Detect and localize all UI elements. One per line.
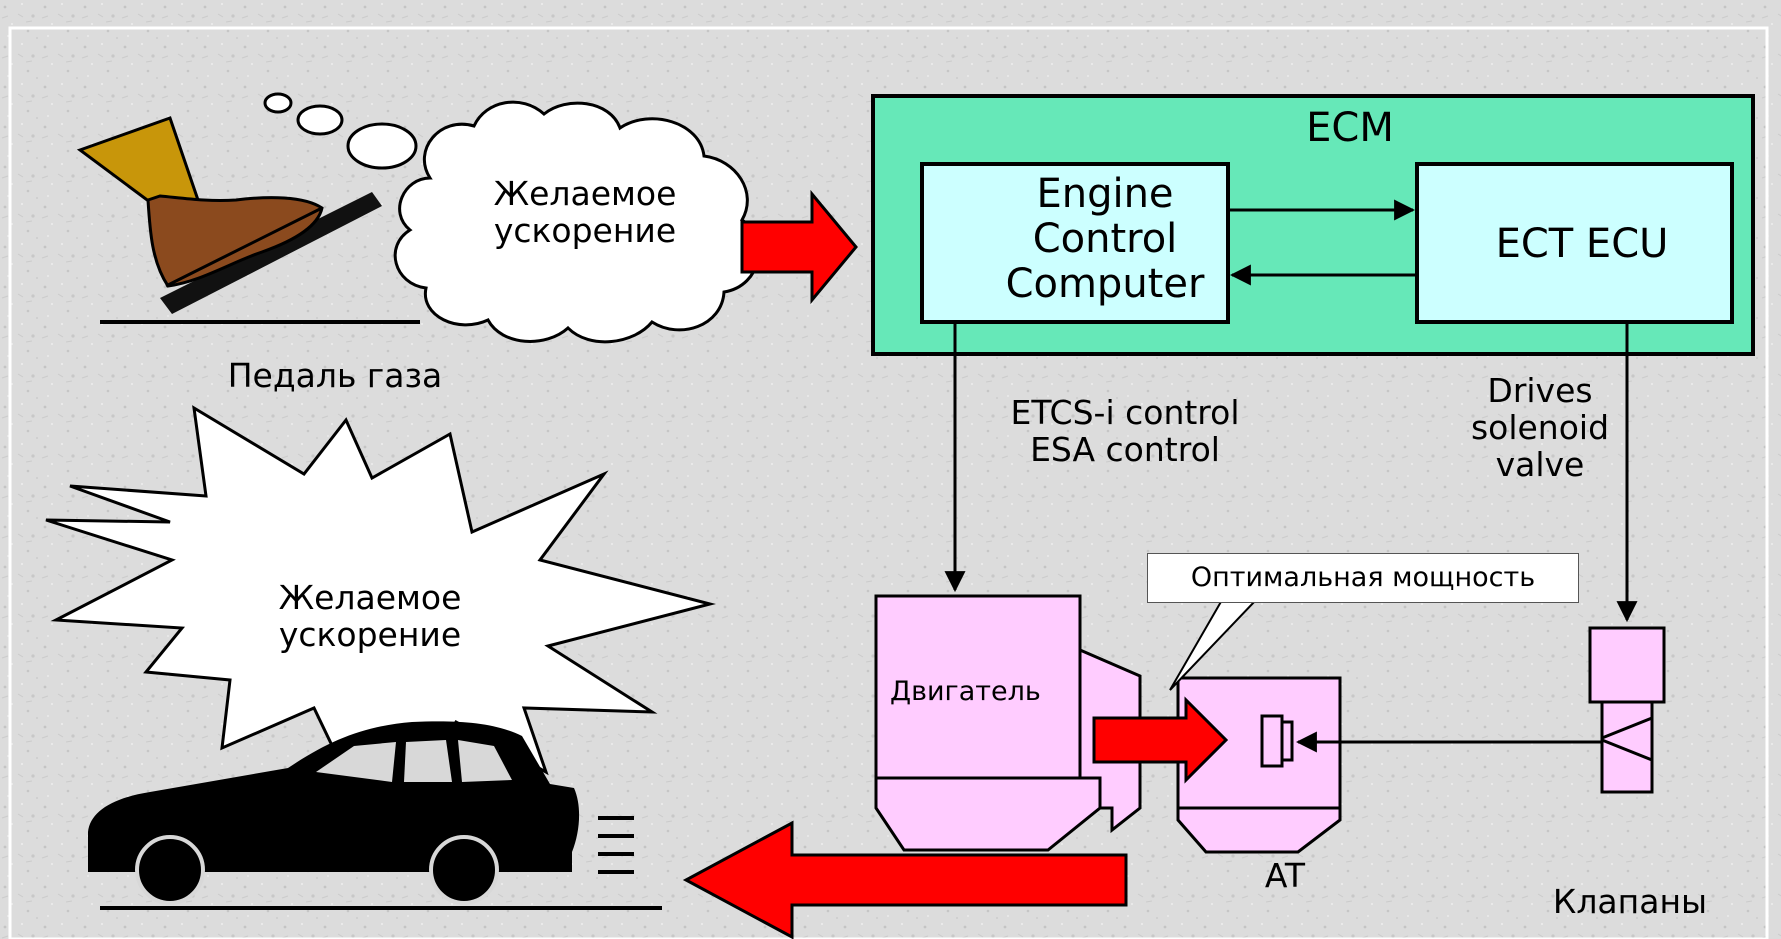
engine-control-computer-label: Engine Control Computer: [1005, 171, 1205, 307]
drives-solenoid-label: Drives solenoid valve: [1470, 371, 1610, 484]
car-silhouette-icon: [88, 721, 662, 910]
etcs-esa-label: ETCS-i control ESA control: [1010, 393, 1240, 469]
output-to-car-arrow: [682, 820, 1128, 939]
star-desired-acceleration-label: Желаемое ускорение: [278, 578, 462, 654]
thought-cloud-icon: [263, 92, 761, 344]
ecm-title: ECM: [1306, 105, 1394, 151]
solenoid-valve-icon: [1588, 626, 1666, 794]
engine-to-at-arrow: [1092, 696, 1229, 784]
cloud-desired-acceleration-label: Желаемое ускорение: [493, 174, 677, 250]
pedal-to-ecm-arrow: [740, 189, 858, 305]
valves-label: Клапаны: [1552, 882, 1708, 921]
ect-ecu-box: [1415, 162, 1734, 324]
engine-label: Двигатель: [890, 676, 1041, 707]
frame-border: [8, 26, 1769, 939]
accelerator-pedal-icon: [76, 116, 420, 324]
at-label: AT: [1264, 856, 1306, 895]
pedal-label: Педаль газа: [227, 356, 443, 395]
ect-ecu-label: ECT ECU: [1495, 221, 1669, 267]
engine-control-computer-box: [920, 162, 1230, 324]
optimal-power-callout: Оптимальная мощность: [1147, 553, 1579, 603]
clutch-icon: [1260, 714, 1294, 768]
burst-star-icon: [45, 405, 716, 796]
engine-block: [874, 594, 1102, 852]
